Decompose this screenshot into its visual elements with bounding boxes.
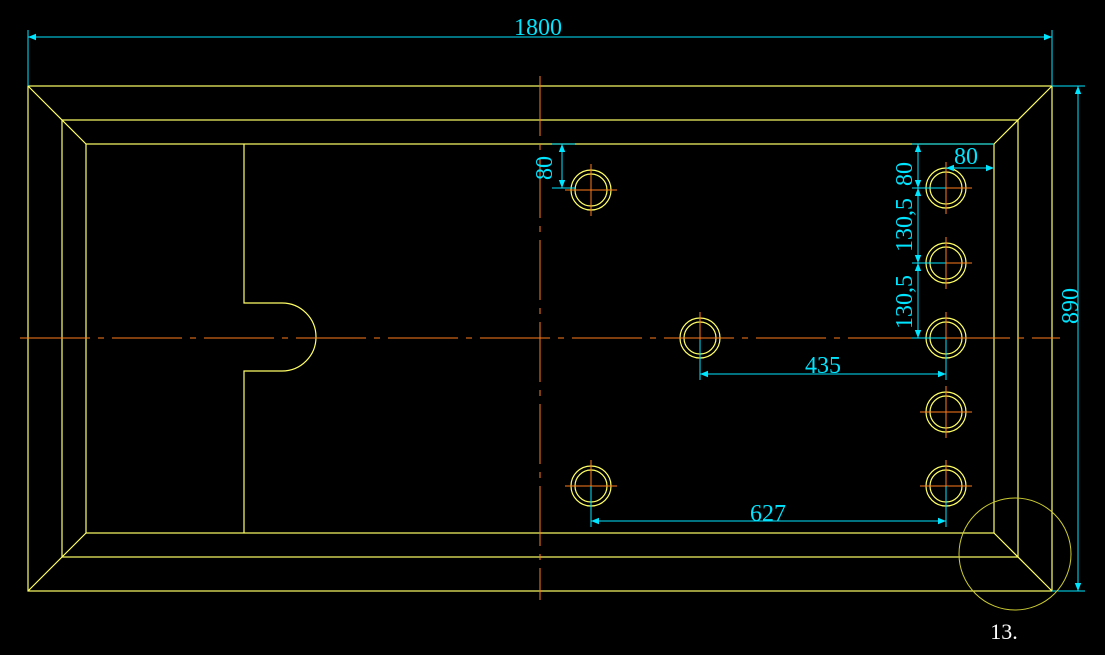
dimension-lines [27, 30, 1085, 592]
dim-text-130-a: 130,5 [892, 198, 918, 252]
dim-text-435: 435 [805, 353, 841, 379]
dim-text-80-chain: 80 [892, 162, 918, 186]
corner-bevel-tl [27, 85, 87, 145]
centerlines [20, 76, 1060, 600]
dim-text-height: 890 [1058, 288, 1084, 324]
detail-label: 13. [990, 619, 1018, 644]
dim-text-130-b: 130,5 [892, 275, 918, 329]
dim-text-80-left: 80 [532, 156, 558, 180]
dimension-labels: 1800 890 80 80 80 130,5 130,5 435 627 [514, 15, 1084, 527]
hole [920, 386, 972, 438]
dim-text-width: 1800 [514, 15, 562, 41]
dim-text-80-right: 80 [954, 144, 978, 170]
corner-bevel-br [993, 532, 1053, 592]
hole [565, 164, 617, 216]
dim-text-627: 627 [750, 501, 786, 527]
corner-bevel-bl [27, 532, 87, 592]
slot-cutout [243, 144, 317, 533]
detail-circle [958, 497, 1072, 611]
corner-bevel-tr [993, 85, 1053, 145]
